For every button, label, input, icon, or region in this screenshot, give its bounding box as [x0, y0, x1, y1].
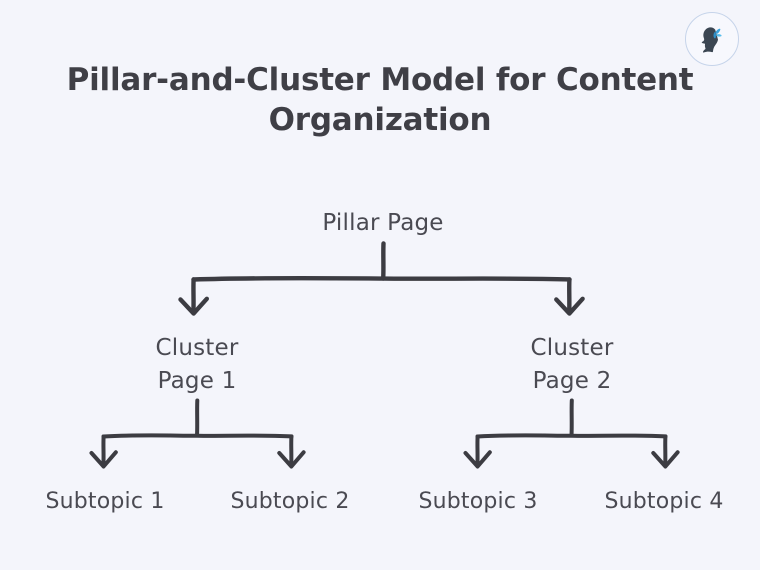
- node-subtopic-4[interactable]: Subtopic 4: [604, 489, 724, 514]
- node-subtopic-1[interactable]: Subtopic 1: [45, 489, 165, 514]
- head-silhouette-with-butterfly-icon: [695, 22, 729, 56]
- node-subtopic-3[interactable]: Subtopic 3: [418, 489, 538, 514]
- node-subtopic-2[interactable]: Subtopic 2: [230, 489, 350, 514]
- page-title: Pillar-and-Cluster Model for Content Org…: [66, 62, 694, 138]
- node-cluster-page-2[interactable]: Cluster Page 2: [530, 335, 614, 394]
- node-cluster-page-1[interactable]: Cluster Page 1: [155, 335, 239, 394]
- node-pillar-page[interactable]: Pillar Page: [322, 210, 444, 236]
- brand-avatar[interactable]: [685, 12, 739, 66]
